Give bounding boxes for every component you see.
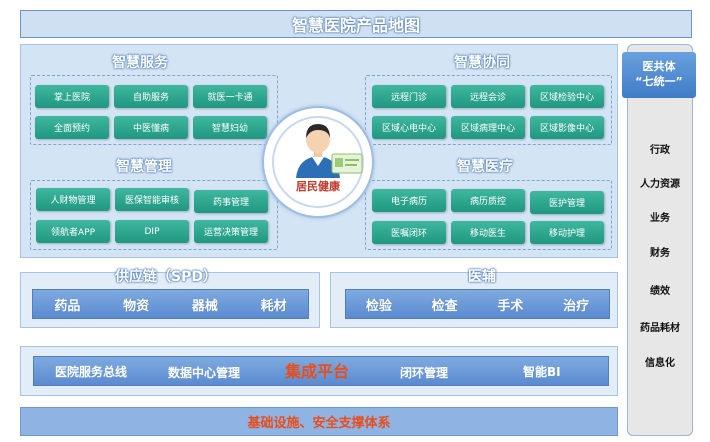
aux-item-1[interactable]: 检查 [431,298,458,314]
manage-btn-2[interactable]: 药事管理 [194,190,268,213]
supply-title: 供应链（SPD） [115,269,217,285]
manage-btn-3[interactable]: 领航者APP [36,220,110,243]
platform-item-service-bus[interactable]: 医院服务总线 [55,365,128,379]
supply-item-2[interactable]: 器械 [191,298,218,314]
right-item-2[interactable]: 业务 [650,213,670,224]
aux-item-0[interactable]: 检验 [365,298,392,314]
medical-community-column [627,44,693,436]
smart-medical-title: 智慧医疗 [457,159,513,175]
collab-btn-2[interactable]: 区域检验中心 [530,85,604,108]
smart-collab-box [365,75,612,145]
collab-btn-5[interactable]: 区域影像中心 [530,116,604,139]
smart-manage-box [30,180,278,250]
resident-avatar-icon [296,124,363,178]
right-item-0[interactable]: 行政 [650,145,670,156]
right-head-line2: “七统一” [635,75,683,88]
service-btn-4[interactable]: 中医懂病 [114,116,188,139]
manage-btn-1[interactable]: 医保智能审核 [115,188,189,211]
service-btn-0[interactable]: 掌上医院 [35,85,109,108]
medical-btn-5[interactable]: 移动护理 [530,221,604,244]
service-btn-1[interactable]: 自助服务 [114,85,188,108]
manage-btn-4[interactable]: DIP [115,220,189,243]
aux-title: 医辅 [468,269,496,285]
medical-btn-0[interactable]: 电子病历 [372,189,446,212]
collab-btn-0[interactable]: 远程门诊 [372,85,446,108]
supply-item-3[interactable]: 耗材 [260,298,287,314]
service-btn-3[interactable]: 全面预约 [35,116,109,139]
foundation-bar: 基础设施、安全支撑体系 [20,407,618,436]
medical-btn-4[interactable]: 移动医生 [451,221,525,244]
center-label: 居民健康 [296,180,340,193]
collab-btn-3[interactable]: 区域心电中心 [372,116,446,139]
smart-manage-title: 智慧管理 [116,159,172,175]
medical-btn-3[interactable]: 医嘱闭环 [372,221,446,244]
right-item-6[interactable]: 信息化 [645,358,675,369]
manage-btn-0[interactable]: 人财物管理 [36,188,110,211]
service-btn-2[interactable]: 就医一卡通 [193,85,267,108]
platform-item-bi[interactable]: 智能BI [523,365,561,379]
smart-collab-title: 智慧协同 [454,55,510,71]
service-btn-5[interactable]: 智慧妇幼 [193,116,267,139]
aux-item-3[interactable]: 治疗 [563,298,590,314]
aux-item-2[interactable]: 手术 [497,298,524,314]
page-title: 智慧医院产品地图 [20,10,692,38]
aux-strip: 检验 检查 手术 治疗 [345,289,610,319]
smart-service-title: 智慧服务 [112,55,168,71]
supply-item-0[interactable]: 药品 [54,298,81,314]
right-item-4[interactable]: 绩效 [650,286,670,297]
smart-service-box [30,75,278,145]
right-item-3[interactable]: 财务 [650,248,670,259]
supply-item-1[interactable]: 物资 [123,298,150,314]
smart-medical-box [365,180,612,250]
manage-btn-5[interactable]: 运营决策管理 [194,220,268,243]
collab-btn-1[interactable]: 远程会诊 [451,85,525,108]
supply-strip: 药品 物资 器械 耗材 [32,289,309,319]
right-item-1[interactable]: 人力资源 [640,179,680,190]
platform-item-data-center[interactable]: 数据中心管理 [168,366,241,380]
platform-item-closed-loop[interactable]: 闭环管理 [400,366,449,380]
medical-btn-2[interactable]: 医护管理 [530,191,604,214]
platform-strip [33,356,609,386]
right-head-line1: 医共体 [642,60,676,73]
medical-btn-1[interactable]: 病历质控 [451,189,525,212]
collab-btn-4[interactable]: 区域病理中心 [451,116,525,139]
platform-title: 集成平台 [285,362,350,381]
right-item-5[interactable]: 药品耗材 [640,323,680,334]
medical-community-header: 医共体 “七统一” [622,52,696,98]
